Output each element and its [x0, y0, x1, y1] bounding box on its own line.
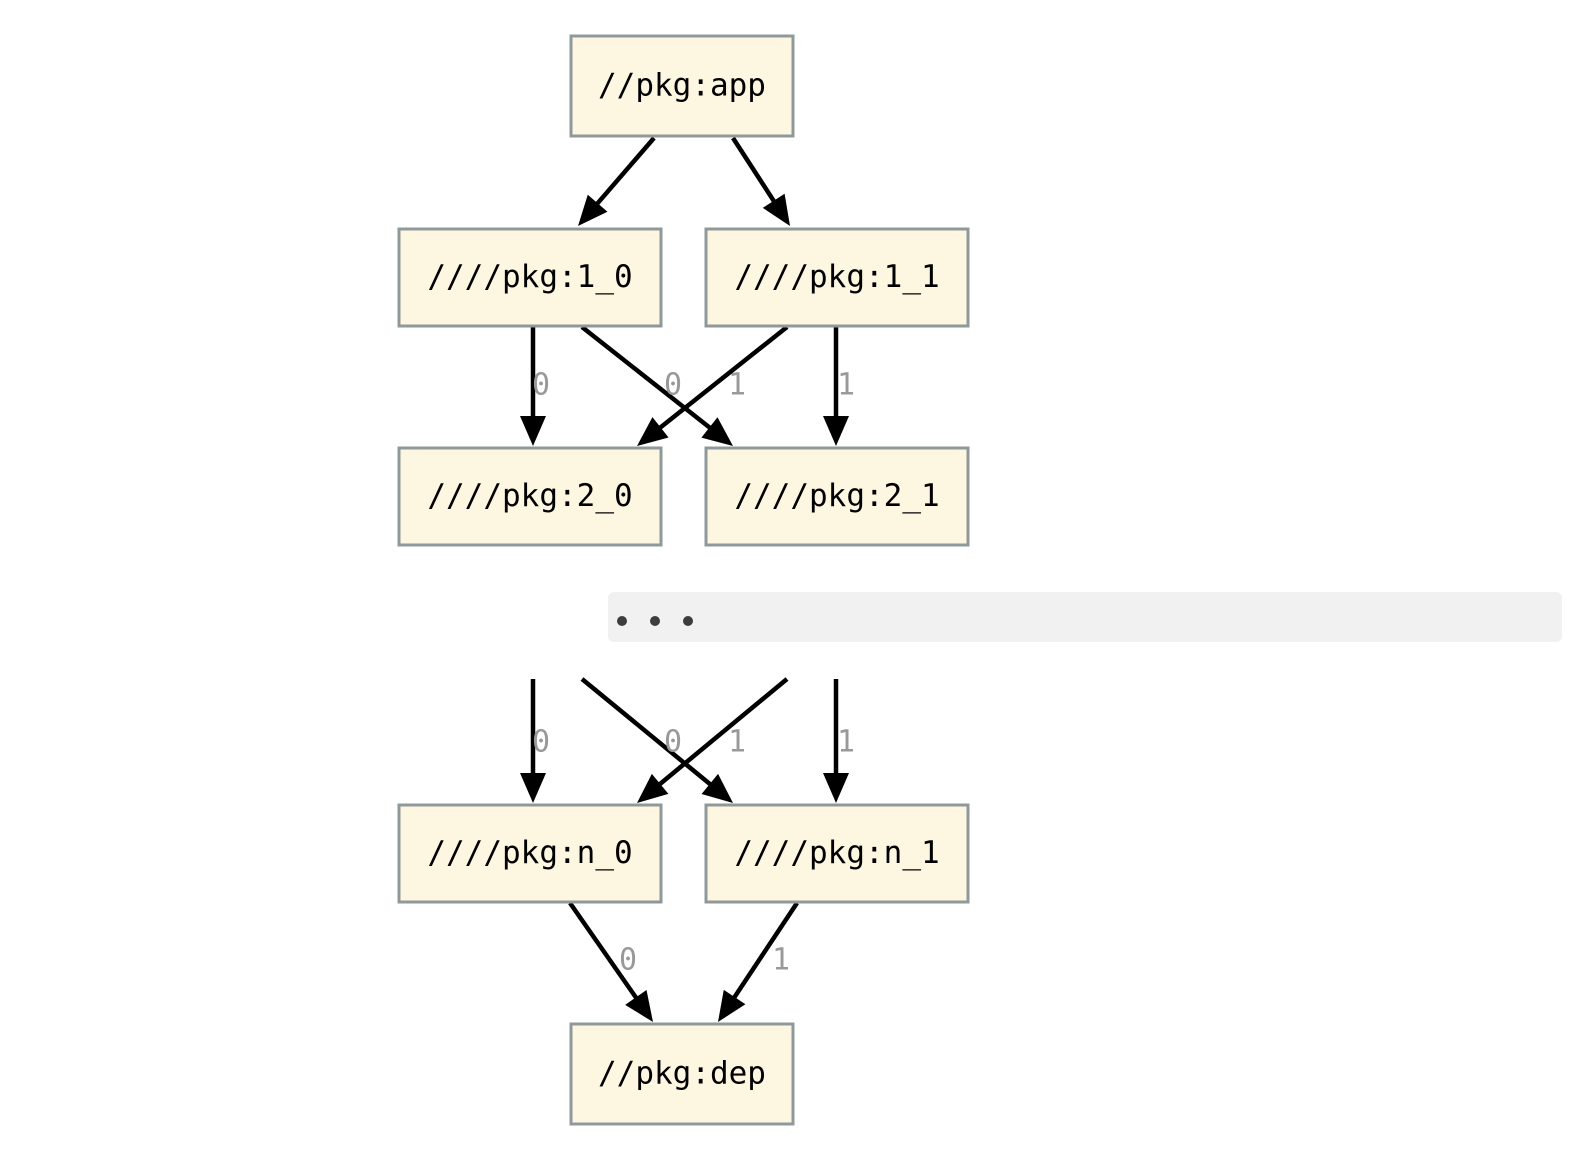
- graph-node-app[interactable]: //pkg:app: [569, 34, 795, 138]
- graph-edge: 0: [568, 901, 653, 1022]
- node-label: ////pkg:n_0: [427, 835, 632, 871]
- graph-node-n1_1[interactable]: ////pkg:1_1: [704, 227, 970, 328]
- nodes-layer: //pkg:app ////pkg:1_0 ////pkg:1_1 ////pkg:2…: [397, 34, 970, 1126]
- edge-line: [729, 901, 799, 1004]
- node-box[interactable]: [397, 803, 663, 904]
- edge-arrowhead-icon: [701, 773, 733, 803]
- edge-arrowhead-icon: [762, 193, 790, 226]
- edge-label: 1: [837, 725, 855, 760]
- edge-label: 1: [728, 368, 746, 403]
- node-label: ////pkg:2_0: [427, 478, 632, 514]
- graph-node-n2_0[interactable]: ////pkg:2_0: [397, 446, 663, 547]
- ellipsis-dot-icon: [617, 616, 627, 626]
- node-box[interactable]: [397, 446, 663, 547]
- ellipsis-dot-icon: [650, 616, 660, 626]
- node-label: ////pkg:1_0: [427, 259, 632, 295]
- edge-label: 1: [772, 943, 790, 978]
- graph-edge: 1: [580, 325, 746, 446]
- node-box[interactable]: [569, 1022, 795, 1126]
- graph-edge: 1: [823, 679, 855, 803]
- edge-arrowhead-icon: [823, 773, 849, 803]
- node-box[interactable]: [704, 227, 970, 328]
- graph-edge: 0: [637, 677, 789, 803]
- node-label: ////pkg:n_1: [734, 835, 939, 871]
- ellipsis-separator: [608, 592, 1562, 642]
- edge-line: [591, 136, 656, 210]
- node-label: //pkg:app: [598, 68, 766, 104]
- edge-arrowhead-icon: [823, 416, 849, 446]
- edge-label: 0: [532, 368, 550, 403]
- edge-arrowhead-icon: [637, 773, 669, 803]
- graph-node-nn_0[interactable]: ////pkg:n_0: [397, 803, 663, 904]
- edge-arrowhead-icon: [718, 989, 746, 1022]
- edges-layer: 0 1 0 1 0 1 0 1 0 1: [520, 136, 855, 1022]
- graph-node-nn_1[interactable]: ////pkg:n_1: [704, 803, 970, 904]
- edge-line: [731, 136, 779, 208]
- edge-line: [580, 677, 716, 790]
- edge-label: 1: [837, 368, 855, 403]
- node-box[interactable]: [704, 803, 970, 904]
- edge-arrowhead-icon: [520, 773, 546, 803]
- graph-edge: 0: [520, 327, 550, 446]
- edge-arrowhead-icon: [701, 417, 733, 446]
- graph-edge: [731, 136, 790, 226]
- edge-arrowhead-icon: [637, 417, 669, 446]
- edge-arrowhead-icon: [625, 989, 653, 1022]
- node-box[interactable]: [397, 227, 663, 328]
- edge-line: [654, 677, 789, 790]
- graph-node-n1_0[interactable]: ////pkg:1_0: [397, 227, 663, 328]
- edge-label: 0: [619, 943, 637, 978]
- node-label: ////pkg:2_1: [734, 478, 939, 514]
- edge-line: [654, 325, 789, 433]
- graph-node-n2_1[interactable]: ////pkg:2_1: [704, 446, 970, 547]
- edge-arrowhead-icon: [578, 194, 608, 226]
- node-label: //pkg:dep: [598, 1056, 766, 1092]
- graph-edge: [578, 136, 656, 226]
- graph-edge: 0: [637, 325, 789, 446]
- graph-edge: 1: [823, 327, 855, 446]
- edge-label: 0: [532, 725, 550, 760]
- edge-line: [580, 325, 716, 433]
- graph-edge: 1: [580, 677, 746, 803]
- node-label: ////pkg:1_1: [734, 259, 939, 295]
- edge-line: [568, 901, 642, 1004]
- graph-node-dep[interactable]: //pkg:dep: [569, 1022, 795, 1126]
- node-box[interactable]: [569, 34, 795, 138]
- edge-label: 1: [728, 725, 746, 760]
- edge-arrowhead-icon: [520, 416, 546, 446]
- edge-label: 0: [664, 368, 682, 403]
- ellipsis-dot-icon: [683, 616, 693, 626]
- ellipsis-band: [608, 592, 1562, 642]
- graph-edge: 0: [520, 679, 550, 803]
- graph-edge: 1: [718, 901, 799, 1022]
- edge-label: 0: [664, 725, 682, 760]
- node-box[interactable]: [704, 446, 970, 547]
